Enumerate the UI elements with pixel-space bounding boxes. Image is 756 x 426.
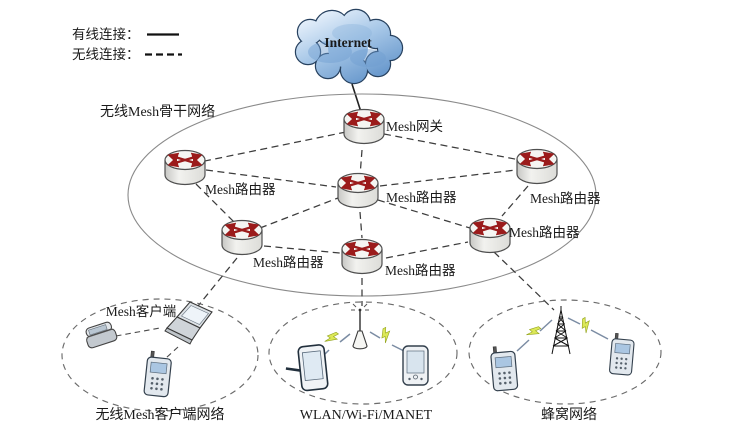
router-icon [338,174,378,208]
mesh-router-bottom-left: Mesh路由器 [222,221,324,270]
cellular-network-title: 蜂窝网络 [541,406,597,423]
access-point-icon [351,303,369,350]
mesh-gateway-label: Mesh网关 [386,119,443,134]
wlan-network-title: WLAN/Wi-Fi/MANET [300,408,433,423]
mesh-router-label: Mesh路由器 [509,225,580,240]
cellular-boundary-ellipse [468,299,662,405]
subnet-mesh-client: Mesh客户端 [61,298,259,412]
mesh-router-left: Mesh路由器 [165,151,276,197]
mesh-router-label: Mesh路由器 [205,182,276,197]
mesh-router-top-right: Mesh路由器 [517,150,601,206]
subnet-wlan [268,301,458,405]
router-icon [470,219,510,253]
mesh-router-center: Mesh路由器 [338,174,457,208]
wlan-boundary-ellipse [268,301,458,405]
lightning-icon [378,326,394,344]
link-bottomleft-laptop [197,257,238,307]
legend: 有线连接： 无线连接： [72,26,182,62]
internet-label: Internet [324,35,372,50]
mesh-client-boundary-ellipse [61,298,259,412]
mobile-phone-icon [608,332,636,376]
mesh-router-label: Mesh路由器 [386,190,457,205]
link-bottomcenter-midright [385,241,469,259]
mesh-router-label: Mesh路由器 [385,263,456,278]
backbone-links [195,131,555,311]
router-icon [344,110,384,144]
internet-cloud: Internet [294,8,404,113]
pda-icon [402,345,429,386]
mobile-phone-icon [489,344,519,392]
link-gateway-center [359,149,363,177]
link-midright-celltower [493,251,555,311]
router-icon [222,221,262,255]
lightning-icon [525,323,543,341]
link-center-midright [377,199,471,229]
mesh-router-mid-right: Mesh路由器 [470,219,580,253]
mesh-router-bottom-center: Mesh路由器 [342,240,456,278]
flip-phone-icon [85,321,118,349]
mesh-client-inner-label: Mesh客户端 [106,303,177,319]
link-laptop-phone [165,346,179,359]
router-icon [165,151,205,185]
link-left-center [205,169,337,188]
backbone-title: 无线Mesh骨干网络 [100,104,215,120]
subnet-cellular [468,299,662,405]
router-icon [517,150,557,184]
mesh-router-label: Mesh路由器 [253,255,324,270]
wired-link-cloud-gateway [351,83,362,113]
laptop-icon [164,301,213,345]
cell-tower-icon [551,306,571,355]
mesh-client-network-title: 无线Mesh客户端网络 [95,406,224,423]
link-center-bottomcenter [359,211,363,239]
mesh-router-label: Mesh路由器 [530,191,601,206]
router-icon [342,240,382,274]
legend-wireless-label: 无线连接： [72,46,140,62]
cellular-radio-links [516,316,609,352]
link-flipphone-laptop [115,327,161,337]
link-gateway-left [199,131,347,163]
link-gateway-topright [383,133,521,161]
mesh-gateway-node: Mesh网关 [344,110,443,144]
link-left-bottomleft [195,183,235,223]
mobile-phone-icon [143,350,173,398]
link-topright-midright [501,185,529,217]
pda-stylus-icon [285,344,329,392]
link-center-topright [379,169,517,187]
wlan-radio-links [321,326,405,358]
cloud-icon [294,8,404,85]
legend-wired-label: 有线连接： [72,26,140,42]
link-bottomleft-center [259,197,339,229]
lightning-icon [323,329,341,347]
link-bottomleft-bottomcenter [263,245,341,254]
